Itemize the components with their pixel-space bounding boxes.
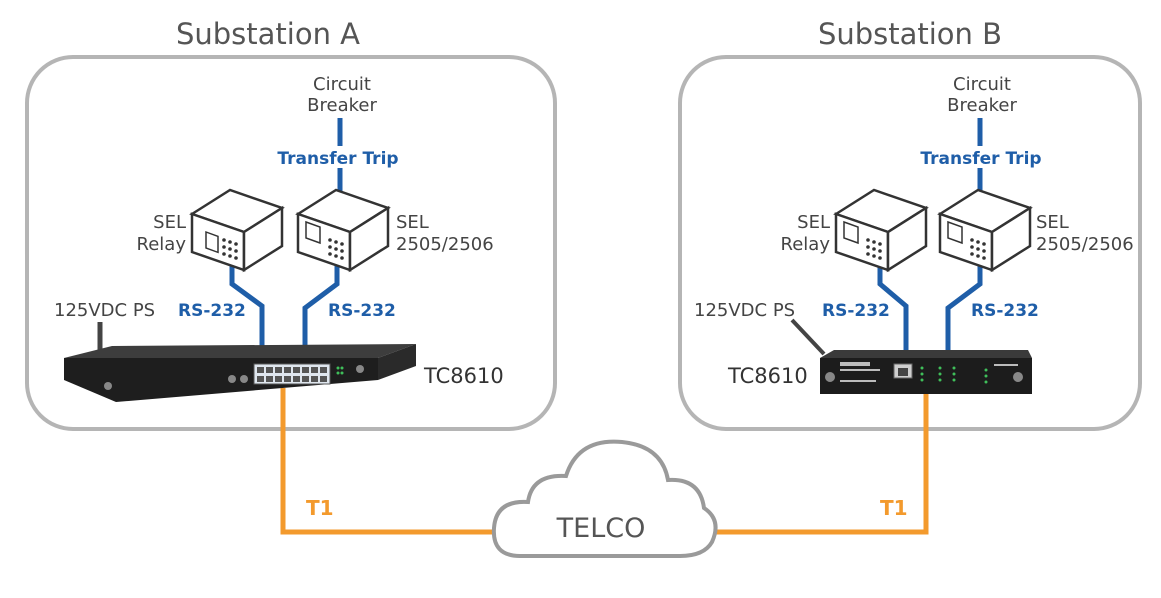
sel2505-label-b-line2: 2505/2506 (1036, 234, 1134, 255)
t1-link-b (705, 393, 929, 535)
rs232-label-b-right: RS-232 (971, 301, 1039, 321)
breaker-label-a-line1: Circuit (313, 74, 371, 95)
rs232-label-a-left: RS-232 (178, 301, 246, 321)
telco-cloud: TELCO (491, 439, 718, 558)
substation-a-box (25, 55, 557, 431)
transfer-trip-label-a: Transfer Trip (277, 149, 398, 169)
power-cable-b (790, 318, 826, 356)
substation-b-title: Substation B (818, 17, 1002, 51)
t1-link-a (280, 388, 500, 535)
breaker-label-a-line2: Breaker (307, 95, 377, 116)
telco-label: TELCO (556, 513, 646, 544)
substation-b-box (678, 55, 1142, 431)
tc8610-rack-device-a (64, 344, 416, 402)
sel-2505-device-a (295, 188, 391, 273)
power-label-a: 125VDC PS (54, 300, 155, 321)
device-label-a: TC8610 (423, 364, 504, 388)
substation-a-title: Substation A (176, 17, 360, 51)
breaker-label-b-line1: Circuit (953, 74, 1011, 95)
device-label-b: TC8610 (727, 364, 808, 388)
t1-label-a: T1 (306, 496, 334, 520)
transfer-trip-label-b: Transfer Trip (920, 149, 1041, 169)
breaker-label-b-line2: Breaker (947, 95, 1017, 116)
rs232-cable-a-relay (229, 262, 265, 350)
sel2505-label-b-line1: SEL (1036, 212, 1069, 233)
rs232-cable-a-sel (302, 262, 340, 350)
t1-label-b: T1 (880, 496, 908, 520)
rs232-label-b-left: RS-232 (822, 301, 890, 321)
relay-label-b-line1: SEL (797, 212, 830, 233)
relay-label-b-line2: Relay (781, 234, 831, 255)
rs232-label-a-right: RS-232 (328, 301, 396, 321)
sel2505-label-a-line1: SEL (396, 212, 429, 233)
rs232-cable-b-relay (877, 262, 909, 352)
sel-2505-device-b (937, 188, 1033, 273)
sel2505-label-a-line2: 2505/2506 (396, 234, 494, 255)
relay-label-a-line1: SEL (153, 212, 186, 233)
rs232-cable-b-sel (945, 262, 983, 352)
relay-label-a-line2: Relay (137, 234, 187, 255)
tc8610-desktop-device-b (820, 350, 1032, 394)
sel-relay-device-b (833, 188, 929, 273)
sel-relay-device-a (189, 188, 285, 273)
power-label-b: 125VDC PS (694, 300, 795, 321)
